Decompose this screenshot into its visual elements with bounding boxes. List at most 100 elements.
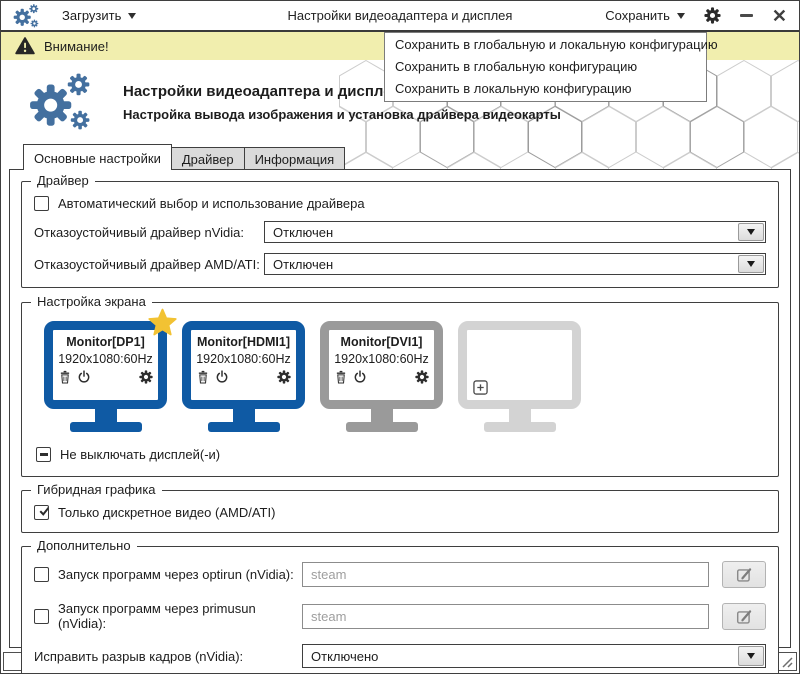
edit-pencil-icon xyxy=(736,568,751,583)
monitor-settings-gear-icon[interactable] xyxy=(415,370,429,384)
auto-driver-checkbox[interactable] xyxy=(34,196,49,211)
tab-driver[interactable]: Драйвер xyxy=(171,147,245,170)
primusun-label: Запуск программ через primusun (nVidia): xyxy=(58,601,256,631)
nvidia-failsafe-select[interactable]: Отключен xyxy=(264,221,766,243)
group-driver: Драйвер Автоматический выбор и использов… xyxy=(21,173,779,288)
optirun-checkbox-row[interactable]: Запуск программ через optirun (nVidia): xyxy=(34,567,302,582)
tearing-fix-label: Исправить разрыв кадров (nVidia): xyxy=(34,648,244,664)
group-hybrid-title: Гибридная графика xyxy=(31,482,162,497)
menu-item-save-global-and-local[interactable]: Сохранить в глобальную и локальную конфи… xyxy=(395,37,718,52)
nvidia-failsafe-label: Отказоустойчивый драйвер nVidia: xyxy=(34,224,244,240)
warning-text: Внимание! xyxy=(44,38,109,54)
monitor-dvi1[interactable]: Monitor[DVI1] 1920x1080:60Hz xyxy=(320,321,443,432)
optirun-checkbox[interactable] xyxy=(34,567,49,582)
resize-grip[interactable] xyxy=(780,655,793,668)
minimize-button[interactable] xyxy=(739,14,753,17)
monitor-stand xyxy=(370,409,393,422)
settings-gear-icon[interactable] xyxy=(704,7,721,24)
power-monitor-icon[interactable] xyxy=(353,370,367,384)
primusun-command-input[interactable] xyxy=(302,603,709,629)
power-monitor-icon[interactable] xyxy=(77,370,91,384)
monitor-add-slot[interactable] xyxy=(458,321,581,432)
load-button-label: Загрузить xyxy=(62,8,122,23)
auto-driver-checkbox-row[interactable]: Автоматический выбор и использование дра… xyxy=(34,196,766,211)
menu-item-save-local[interactable]: Сохранить в локальную конфигурацию xyxy=(395,81,632,96)
power-monitor-icon[interactable] xyxy=(215,370,229,384)
delete-monitor-icon[interactable] xyxy=(334,370,348,384)
monitor-frame xyxy=(458,321,581,409)
save-button-label: Сохранить xyxy=(605,8,670,23)
nvidia-failsafe-value: Отключен xyxy=(273,224,334,240)
monitor-settings-gear-icon[interactable] xyxy=(277,370,291,384)
chevron-down-icon xyxy=(747,261,755,267)
page-subtitle: Настройка вывода изображения и установка… xyxy=(123,106,561,122)
menu-item-save-global[interactable]: Сохранить в глобальную конфигурацию xyxy=(395,59,638,74)
dropdown-arrow-button[interactable] xyxy=(738,255,764,273)
optirun-command-input[interactable] xyxy=(302,562,709,587)
monitor-frame: Monitor[HDMI1] 1920x1080:60Hz xyxy=(182,321,305,409)
group-driver-title: Драйвер xyxy=(31,173,95,188)
monitor-frame: Monitor[DP1] 1920x1080:60Hz xyxy=(44,321,167,409)
edit-pencil-icon xyxy=(736,609,751,624)
save-menu-button[interactable]: Сохранить xyxy=(605,8,685,23)
monitor-base xyxy=(483,422,556,432)
delete-monitor-icon[interactable] xyxy=(196,370,210,384)
load-menu-button[interactable]: Загрузить xyxy=(62,8,137,23)
dropdown-arrow-button[interactable] xyxy=(738,646,764,666)
monitor-name: Monitor[DVI1] xyxy=(340,335,423,349)
primary-star-icon xyxy=(148,308,177,336)
monitor-name: Monitor[HDMI1] xyxy=(196,335,291,349)
amd-failsafe-value: Отключен xyxy=(273,256,334,272)
add-monitor-icon[interactable] xyxy=(473,380,488,395)
group-hybrid-graphics: Гибридная графика Только дискретное виде… xyxy=(21,482,779,533)
tab-main-settings[interactable]: Основные настройки xyxy=(23,144,172,170)
tab-bar: Основные настройки Драйвер Информация xyxy=(23,144,799,170)
tab-information[interactable]: Информация xyxy=(244,147,346,170)
monitor-frame: Monitor[DVI1] 1920x1080:60Hz xyxy=(320,321,443,409)
discrete-only-label: Только дискретное видео (AMD/ATI) xyxy=(58,505,276,520)
primusun-checkbox-row[interactable]: Запуск программ через primusun (nVidia): xyxy=(34,601,302,631)
tearing-fix-select[interactable]: Отключено xyxy=(302,644,766,668)
monitor-stand xyxy=(508,409,531,422)
chevron-down-icon xyxy=(747,229,755,235)
keep-displays-on-checkbox-row[interactable]: Не выключать дисплей(-и) xyxy=(36,447,766,462)
primusun-checkbox[interactable] xyxy=(34,608,49,624)
chevron-down-icon xyxy=(747,653,755,659)
discrete-only-checkbox[interactable] xyxy=(34,504,49,520)
tearing-fix-value: Отключено xyxy=(311,648,379,664)
monitor-stand xyxy=(232,409,255,422)
keep-displays-on-checkbox[interactable] xyxy=(36,447,51,462)
optirun-label: Запуск программ через optirun (nVidia): xyxy=(58,567,294,582)
close-button[interactable]: ✕ xyxy=(771,5,787,26)
amd-failsafe-label: Отказоустойчивый драйвер AMD/ATI: xyxy=(34,256,260,272)
warning-triangle-icon xyxy=(15,37,35,55)
auto-driver-label: Автоматический выбор и использование дра… xyxy=(58,196,365,211)
dropdown-arrow-button[interactable] xyxy=(738,223,764,241)
monitor-resolution: 1920x1080:60Hz xyxy=(334,352,429,366)
discrete-only-checkbox-row[interactable]: Только дискретное видео (AMD/ATI) xyxy=(34,504,766,520)
group-extra: Дополнительно Запуск программ через opti… xyxy=(21,538,779,673)
indeterminate-mark xyxy=(39,453,48,456)
monitor-stand xyxy=(94,409,117,422)
page-title: Настройки видеоадаптера и дисплея xyxy=(123,82,401,100)
titlebar: Загрузить Настройки видеоадаптера и дисп… xyxy=(1,1,799,32)
optirun-edit-button[interactable] xyxy=(722,561,766,588)
monitor-base xyxy=(207,422,280,432)
checkmark-icon xyxy=(39,504,48,515)
monitor-base xyxy=(345,422,418,432)
monitor-resolution: 1920x1080:60Hz xyxy=(58,352,153,366)
save-dropdown-menu: Сохранить в глобальную и локальную конфи… xyxy=(384,32,718,102)
delete-monitor-icon[interactable] xyxy=(58,370,72,384)
group-extra-title: Дополнительно xyxy=(31,538,137,553)
tab-page-main-settings: Драйвер Автоматический выбор и использов… xyxy=(9,169,791,673)
chevron-down-icon xyxy=(676,12,685,19)
monitor-dp1[interactable]: Monitor[DP1] 1920x1080:60Hz xyxy=(44,308,177,432)
primusun-edit-button[interactable] xyxy=(722,602,766,630)
amd-failsafe-select[interactable]: Отключен xyxy=(264,253,766,275)
app-logo-gears-icon xyxy=(13,4,40,28)
monitor-settings-gear-icon[interactable] xyxy=(139,370,153,384)
monitor-resolution: 1920x1080:60Hz xyxy=(196,352,291,366)
monitor-name: Monitor[DP1] xyxy=(66,335,145,349)
monitor-hdmi1[interactable]: Monitor[HDMI1] 1920x1080:60Hz xyxy=(182,321,305,432)
